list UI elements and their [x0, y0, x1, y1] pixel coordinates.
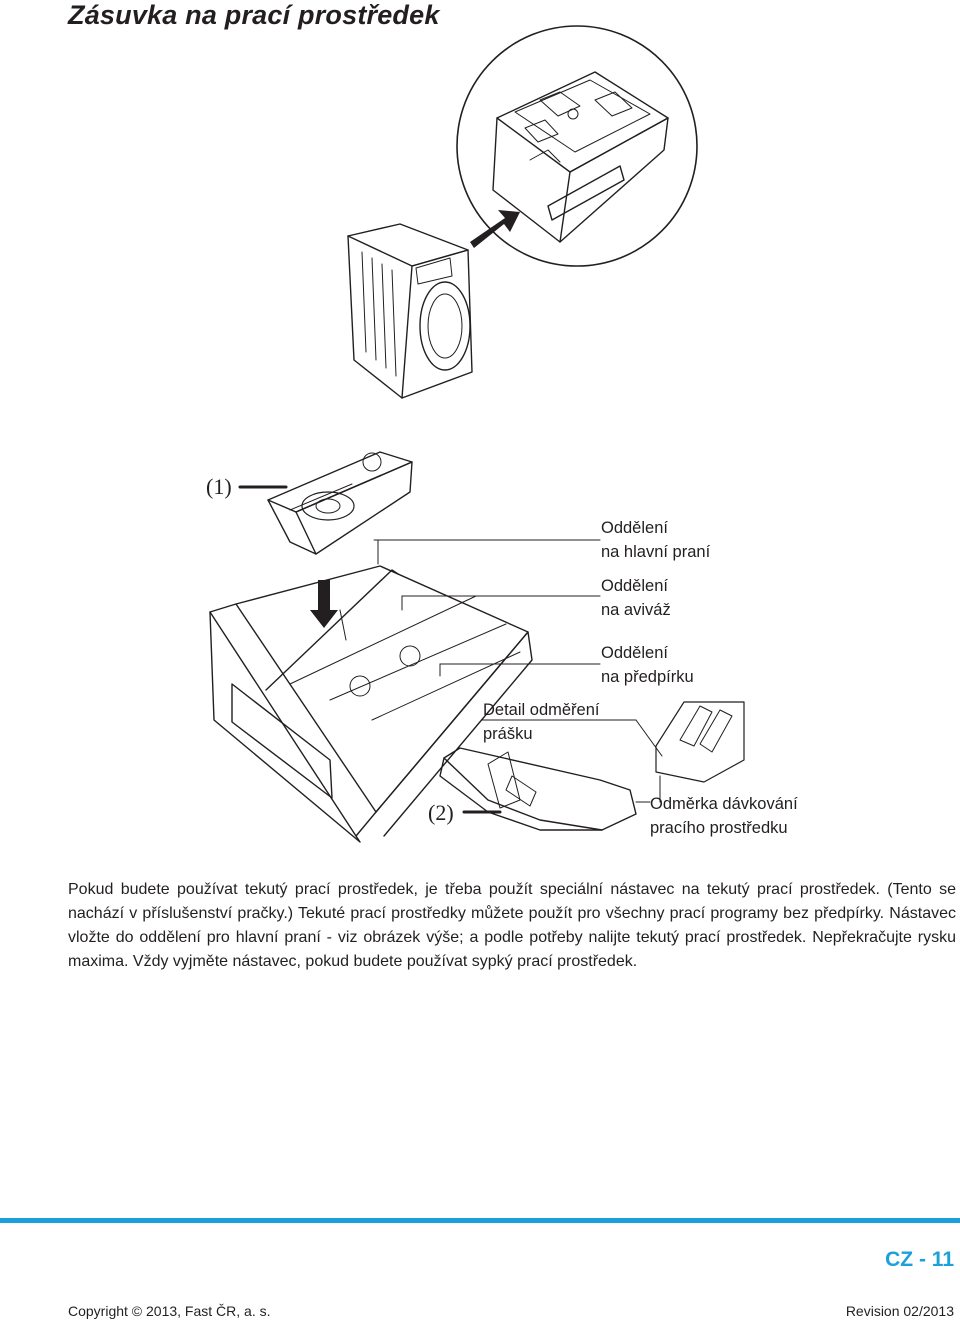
footer-divider: [0, 1218, 960, 1223]
label-softener-line1: Oddělení: [601, 577, 668, 595]
label-prewash-line1: Oddělení: [601, 644, 668, 662]
callout-1: (1): [206, 474, 232, 499]
powder-detail: [655, 701, 745, 783]
page-number: CZ - 11: [885, 1248, 954, 1271]
label-main-wash-line2: na hlavní praní: [601, 543, 711, 561]
label-measuring-scoop-line1: Odměrka dávkování: [650, 795, 798, 813]
label-main-wash: Oddělení na hlavní praní: [601, 516, 710, 564]
label-powder-detail-line1: Detail odměření: [483, 701, 600, 719]
arrow-icon: [470, 210, 520, 248]
measuring-scoop: [439, 747, 637, 831]
liquid-detergent-insert: [267, 451, 413, 555]
page-title: Zásuvka na prací prostředek: [68, 0, 440, 30]
label-powder-detail: Detail odměření prášku: [483, 698, 599, 746]
copyright: Copyright © 2013, Fast ČR, a. s.: [68, 1303, 271, 1319]
label-softener-line2: na aviváž: [601, 601, 671, 619]
revision: Revision 02/2013: [845, 1303, 954, 1319]
callout-2: (2): [428, 800, 454, 825]
washing-machine: [347, 223, 473, 399]
zoom-bubble: [456, 25, 698, 267]
label-softener: Oddělení na aviváž: [601, 574, 671, 622]
label-measuring-scoop: Odměrka dávkování pracího prostředku: [650, 792, 798, 840]
drawer-illustration: [209, 25, 745, 843]
label-main-wash-line1: Oddělení: [601, 519, 668, 537]
label-prewash-line2: na předpírku: [601, 668, 694, 686]
body-paragraph: Pokud budete používat tekutý prací prost…: [68, 881, 956, 970]
detergent-drawer: [209, 565, 533, 843]
arrow-down-icon: [310, 580, 338, 628]
label-prewash: Oddělení na předpírku: [601, 641, 694, 689]
label-powder-detail-line2: prášku: [483, 725, 533, 743]
label-measuring-scoop-line2: pracího prostředku: [650, 819, 788, 837]
